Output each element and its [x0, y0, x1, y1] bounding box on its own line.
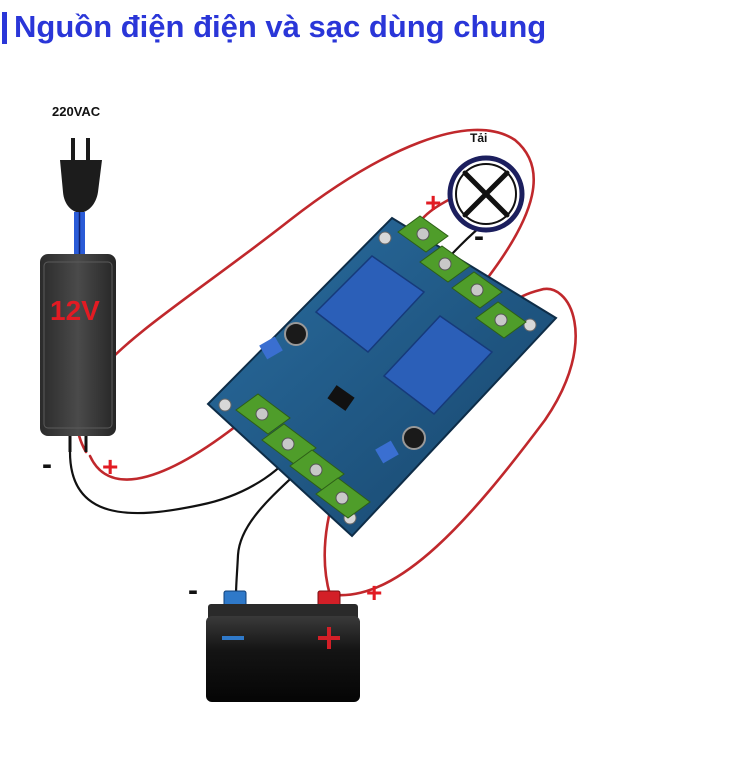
load-label: Tải: [470, 131, 487, 145]
load-lamp: [447, 155, 525, 233]
terminal-block-load: [397, 215, 471, 283]
mount-hole: [523, 318, 537, 332]
plug-body: [60, 160, 102, 213]
capacitor: [402, 426, 426, 450]
relay-1: [314, 255, 426, 354]
adapter-cable-stub: [68, 436, 88, 452]
potentiometer: [375, 440, 399, 464]
title-accent-bar: [2, 12, 7, 44]
wire-board-to-battery-minus: [234, 460, 310, 597]
adapter-minus-label: -: [42, 448, 52, 481]
mount-hole: [378, 231, 392, 245]
title-bar: Nguồn điện điện và sạc dùng chung: [0, 8, 740, 48]
battery-plus-symbol-v: [327, 627, 331, 649]
load-minus-label: -: [474, 220, 484, 253]
battery-minus-label: -: [188, 574, 198, 607]
wire-adapter-plus-to-board: [88, 413, 252, 481]
relay-2: [382, 315, 494, 416]
terminal-block-relay: [451, 271, 527, 339]
adapter-plus-label: +: [102, 451, 118, 482]
adapter-body: [40, 254, 116, 436]
battery: [206, 590, 360, 702]
potentiometer: [259, 336, 283, 360]
terminal-block-input: [235, 393, 317, 465]
power-adapter: [40, 254, 116, 452]
battery-minus-symbol: [222, 636, 244, 640]
ac-source-label: 220VAC: [52, 104, 101, 119]
battery-plus-label: +: [366, 577, 382, 608]
mount-hole: [218, 398, 232, 412]
plug-prong-left: [71, 138, 75, 162]
ac-plug: [60, 138, 102, 256]
adapter-voltage-label: 12V: [50, 295, 100, 326]
capacitor: [284, 322, 308, 346]
control-board: [206, 215, 558, 538]
plug-prong-right: [86, 138, 90, 162]
wire-battery-plus-to-relay: [333, 287, 577, 597]
load-plus-label: +: [425, 187, 441, 218]
terminal-block-battery: [289, 449, 371, 519]
page-title: Nguồn điện điện và sạc dùng chung: [14, 9, 547, 44]
ic-chip: [327, 385, 355, 411]
battery-body: [206, 616, 360, 702]
labels: 220VAC 12V Tải - + + - - +: [42, 104, 487, 608]
